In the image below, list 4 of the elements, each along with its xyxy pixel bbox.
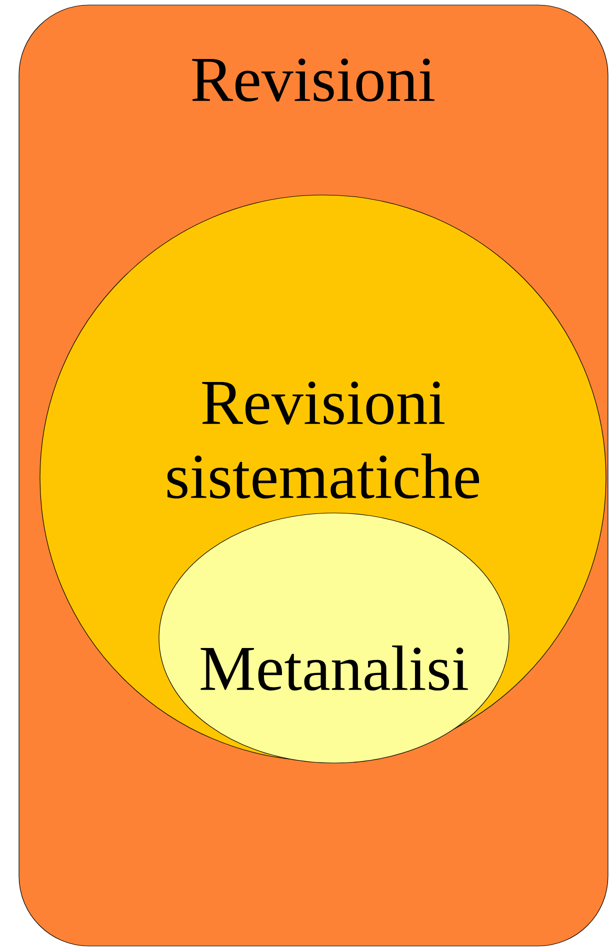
ellipse-shape bbox=[158, 512, 510, 764]
node-label: Metanalisi bbox=[200, 645, 468, 691]
node-label: Revisioni sistematiche bbox=[167, 382, 479, 498]
node-label: Revisioni bbox=[192, 58, 434, 102]
